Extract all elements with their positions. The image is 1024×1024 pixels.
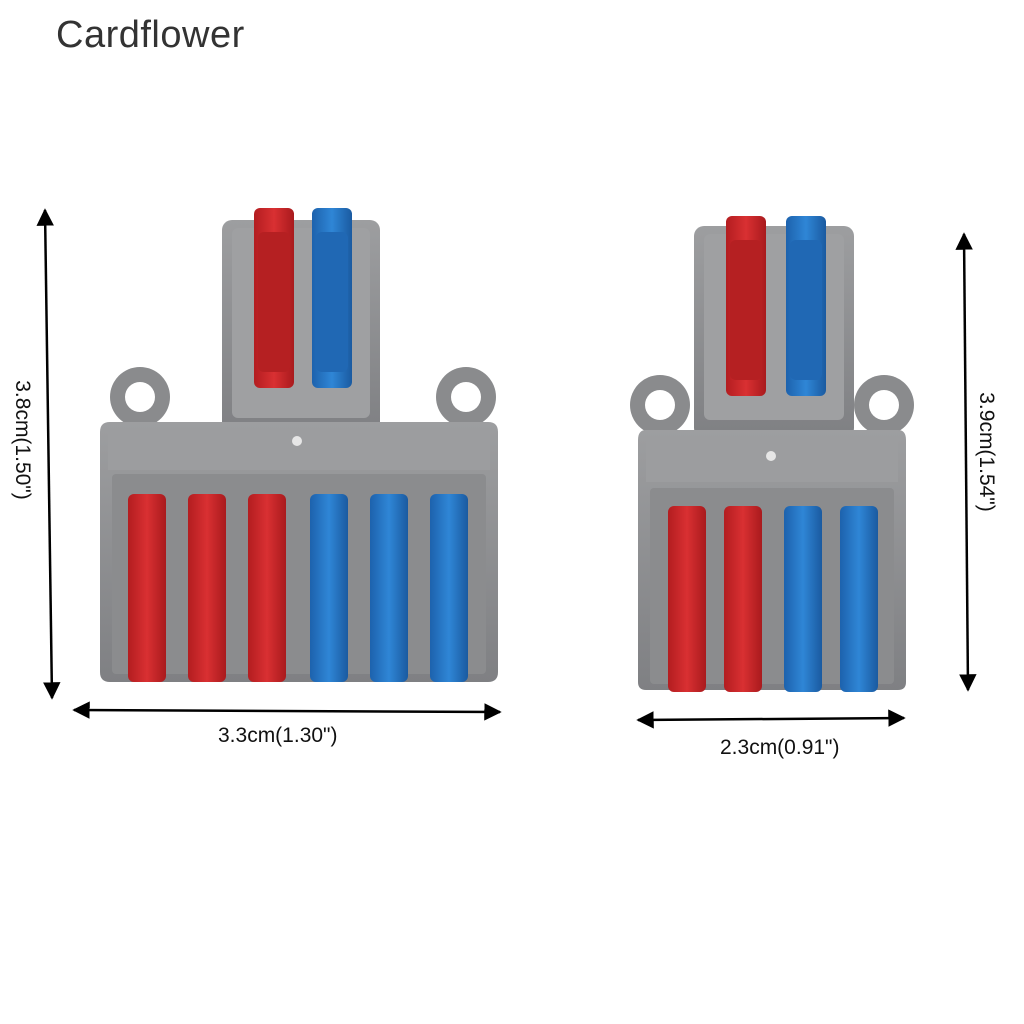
large-height-arrow <box>36 208 61 700</box>
small-height-arrow <box>955 232 977 692</box>
large-width-arrow <box>72 701 502 721</box>
large-width-label: 3.3cm(1.30") <box>218 724 338 747</box>
small-width-label: 2.3cm(0.91") <box>720 736 840 759</box>
small-height-label: 3.9cm(1.54") <box>974 392 998 512</box>
brand-watermark: Cardflower <box>56 14 245 56</box>
small-width-arrow <box>636 709 906 729</box>
large-output-levers <box>128 494 468 682</box>
small-output-levers <box>668 506 878 692</box>
small-connector <box>630 216 914 692</box>
large-connector <box>100 208 498 682</box>
large-height-label: 3.8cm(1.50") <box>10 380 34 500</box>
